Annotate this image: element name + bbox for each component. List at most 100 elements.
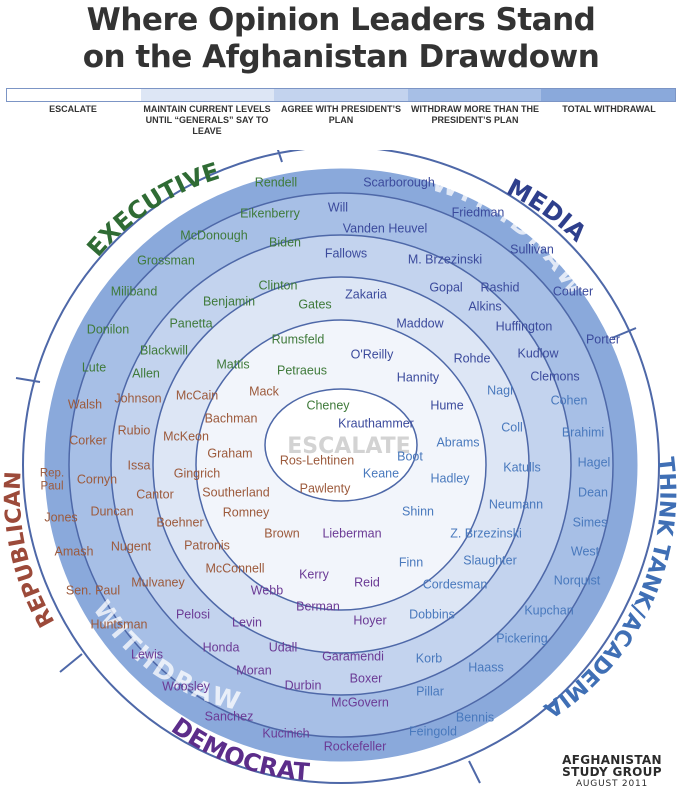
- person-label: Gopal: [429, 281, 462, 295]
- footer: AFGHANISTAN STUDY GROUP AUGUST 2011: [552, 754, 672, 791]
- person-label: Dobbins: [409, 608, 455, 622]
- person-label: Hadley: [431, 472, 471, 486]
- person-label: Pawlenty: [300, 482, 351, 496]
- person-label: Pelosi: [176, 608, 210, 622]
- person-label: Garamendi: [322, 650, 384, 664]
- person-label: Nugent: [111, 540, 152, 554]
- person-label: Rockefeller: [324, 740, 387, 754]
- person-label: Kupchan: [524, 604, 573, 618]
- divider-dem-rep: [59, 653, 83, 673]
- page-title: Where Opinion Leaders Stand on the Afgha…: [0, 2, 682, 76]
- person-label: O'Reilly: [351, 348, 394, 362]
- scale-label-maintain: MAINTAIN CURRENT LEVELS UNTIL “GENERALS”…: [143, 104, 271, 136]
- person-label: Paul: [40, 481, 63, 493]
- person-label: Pickering: [496, 632, 547, 646]
- person-label: Sen. Paul: [66, 584, 120, 598]
- person-label: Finn: [399, 556, 423, 570]
- divider-think-dem: [468, 760, 481, 784]
- scale-label-withdraw-more: WITHDRAW MORE THAN THE PRESIDENT’S PLAN: [411, 104, 539, 125]
- scale-segment-withdraw-more: [407, 89, 542, 101]
- person-label: Romney: [223, 506, 270, 520]
- person-label: Ros-Lehtinen: [280, 454, 354, 468]
- person-label: Grossman: [137, 254, 195, 268]
- person-label: Petraeus: [277, 364, 327, 378]
- person-label: Mulvaney: [131, 576, 185, 590]
- person-label: McCain: [176, 389, 218, 403]
- person-label: Rendell: [255, 176, 297, 190]
- person-label: Clinton: [259, 279, 298, 293]
- person-label: Haass: [468, 661, 503, 675]
- person-label: Korb: [416, 652, 442, 666]
- person-label: Reid: [354, 576, 380, 590]
- person-label: M. Brzezinski: [408, 253, 482, 267]
- person-label: Lute: [82, 361, 106, 375]
- divider-media-think: [611, 327, 637, 339]
- person-label: Bennis: [456, 711, 494, 725]
- person-label: Graham: [207, 447, 252, 461]
- person-label: Hagel: [578, 456, 611, 470]
- person-label: McDonough: [180, 229, 247, 243]
- scale-segment-maintain: [140, 89, 275, 101]
- person-label: Cohen: [551, 394, 588, 408]
- person-label: Simes: [573, 516, 608, 530]
- person-label: Nagl: [487, 384, 513, 398]
- person-label: Rumsfeld: [272, 333, 325, 347]
- person-label: Neumann: [489, 498, 543, 512]
- scale-segment-total-withdrawal: [541, 89, 675, 101]
- person-label: Krauthammer: [338, 417, 414, 431]
- person-label: Kucinich: [262, 727, 309, 741]
- person-label: Levin: [232, 616, 262, 630]
- opinion-circle-diagram: WITHDRAW WITHDRAW ESCALATE EXECUTIVE MED…: [1, 150, 679, 786]
- person-label: Blackwill: [140, 344, 188, 358]
- person-label: Feingold: [409, 725, 457, 739]
- person-label: Eikenberry: [240, 207, 300, 221]
- person-label: Shinn: [402, 505, 434, 519]
- person-label: Boxer: [350, 672, 383, 686]
- person-label: Corker: [69, 434, 107, 448]
- person-label: Mattis: [216, 358, 249, 372]
- person-label: Bachman: [205, 412, 258, 426]
- person-label: Mack: [249, 385, 280, 399]
- person-label: Hoyer: [353, 614, 386, 628]
- person-label: Will: [328, 201, 348, 215]
- scale-label-total-withdrawal: TOTAL WITHDRAWAL: [562, 104, 656, 114]
- title-line-2: on the Afghanistan Drawdown: [82, 39, 600, 75]
- person-label: Keane: [363, 467, 399, 481]
- person-label: Brahimi: [562, 426, 604, 440]
- person-label: McKeon: [163, 430, 209, 444]
- person-label: Rohde: [454, 352, 491, 366]
- person-label: Coll: [501, 421, 523, 435]
- person-label: Udall: [269, 641, 298, 655]
- person-label: Durbin: [285, 679, 322, 693]
- person-label: Slaughter: [463, 554, 517, 568]
- person-label: Honda: [203, 641, 240, 655]
- person-label: Woosley: [162, 680, 210, 694]
- person-label: Jones: [44, 511, 77, 525]
- person-label: Cornyn: [77, 473, 117, 487]
- person-label: Cordesman: [423, 578, 488, 592]
- person-label: Kerry: [299, 568, 330, 582]
- footer-org: AFGHANISTAN STUDY GROUP: [562, 753, 662, 779]
- person-label: McGovern: [331, 696, 389, 710]
- person-label: Huffington: [496, 320, 553, 334]
- person-label: Dean: [578, 486, 608, 500]
- person-label: Kudlow: [518, 347, 560, 361]
- person-label: Pillar: [416, 685, 444, 699]
- person-label: Duncan: [90, 505, 133, 519]
- person-label: Webb: [251, 584, 283, 598]
- person-label: Hume: [430, 399, 463, 413]
- person-label: Friedman: [452, 206, 505, 220]
- scale-segment-agree: [274, 89, 408, 101]
- person-label: Cantor: [136, 488, 174, 502]
- person-label: Clemons: [530, 370, 579, 384]
- person-label: Amash: [55, 545, 94, 559]
- person-label: Katulls: [503, 461, 541, 475]
- person-label: Z. Brzezinski: [450, 527, 522, 541]
- person-label: Gates: [298, 298, 331, 312]
- person-label: Fallows: [325, 247, 367, 261]
- person-label: Lewis: [131, 648, 163, 662]
- person-label: Berman: [296, 600, 340, 614]
- person-label: Boehner: [156, 516, 203, 530]
- person-label: Boot: [397, 450, 423, 464]
- person-label: Norquist: [554, 574, 601, 588]
